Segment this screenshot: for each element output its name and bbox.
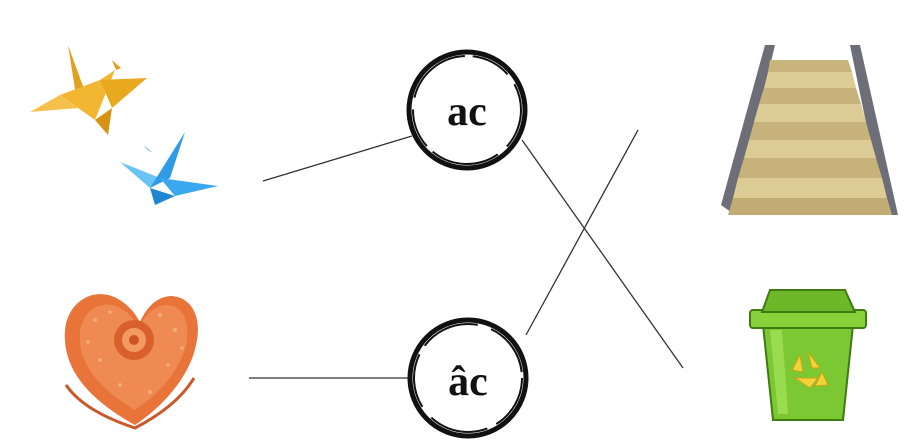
connector-lines [249, 129, 684, 379]
line-ac-to-trash-bin [521, 139, 684, 369]
syllable-label-ac: ac [447, 89, 487, 135]
syllable-circle-ac-circumflex: âc [407, 317, 529, 439]
paper-cranes-icon [30, 45, 218, 205]
line-cranes-to-ac [262, 135, 413, 182]
green-trash-bin-icon [749, 289, 867, 421]
syllable-circle-ac: ac [406, 49, 528, 171]
heart-shaped-rice-cake-icon [64, 294, 198, 430]
staircase-icon [721, 45, 898, 215]
syllable-label-ac-circumflex: âc [448, 359, 488, 405]
line-ac-circumflex-to-stairs [525, 129, 639, 336]
